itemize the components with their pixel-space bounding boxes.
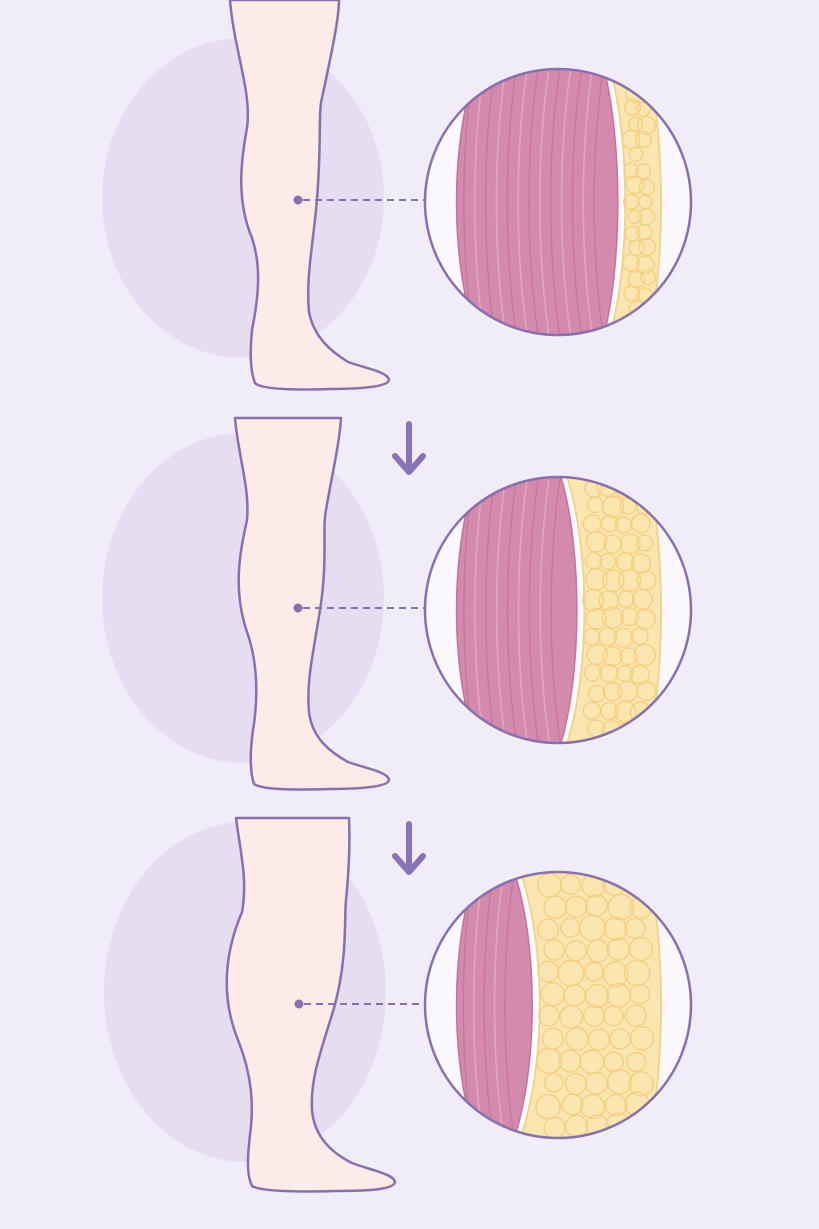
callout-dot-icon [294, 196, 303, 205]
fat-cell [626, 873, 647, 894]
fat-cell [634, 718, 655, 739]
muscle-layer [457, 69, 624, 335]
arrow-down-icon [395, 424, 423, 472]
fat-cell [632, 480, 649, 497]
fat-cell [636, 70, 652, 86]
muscle-layer [457, 477, 583, 743]
fat-cell [625, 71, 638, 84]
stage-panel-2 [102, 418, 692, 789]
fat-cell [632, 1117, 652, 1137]
stage-panel-1 [102, 0, 692, 389]
stage-panel-3 [104, 818, 692, 1191]
arrow-down-icon [395, 824, 423, 872]
fat-cell [638, 318, 652, 332]
fat-layer [520, 872, 661, 1139]
callout-dot-icon [295, 1000, 304, 1009]
fat-cell [625, 316, 642, 333]
callout-dot-icon [294, 604, 303, 613]
